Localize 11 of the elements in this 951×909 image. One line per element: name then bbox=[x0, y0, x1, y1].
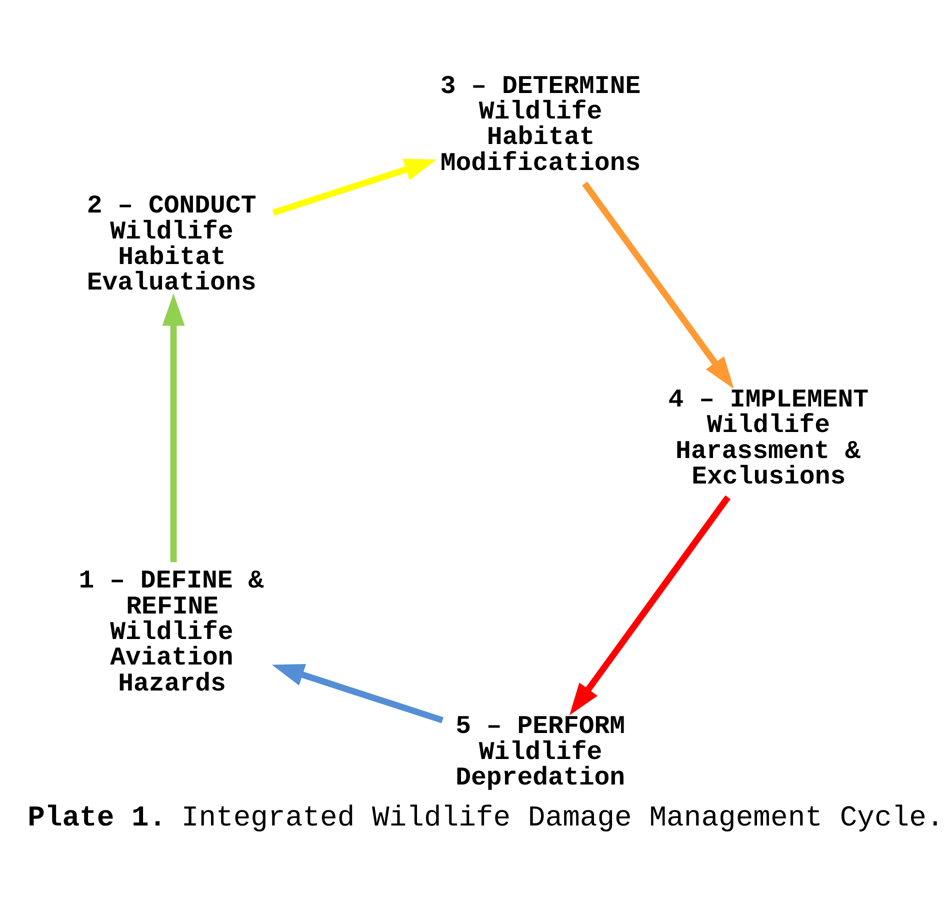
arrow bbox=[272, 664, 444, 723]
node-text: 3 – DETERMINE Wildlife Habitat Modifications bbox=[440, 71, 641, 178]
node-text: 4 – IMPLEMENT Wildlife Harassment & Exclusions bbox=[668, 385, 869, 492]
arrow bbox=[582, 181, 734, 388]
arrow bbox=[272, 158, 437, 216]
caption: Plate 1. Integrated Wildlife Damage Management Cycle. bbox=[28, 801, 944, 834]
node-text: 2 – CONDUCT Wildlife Habitat Evaluations bbox=[86, 191, 256, 298]
node-text: 5 – PERFORM Wildlife Depredation bbox=[456, 712, 626, 792]
arrow bbox=[162, 293, 185, 562]
node-text: 1 – DEFINE & REFINE Wildlife Aviation Hazards bbox=[78, 566, 264, 698]
arrow bbox=[569, 494, 731, 715]
